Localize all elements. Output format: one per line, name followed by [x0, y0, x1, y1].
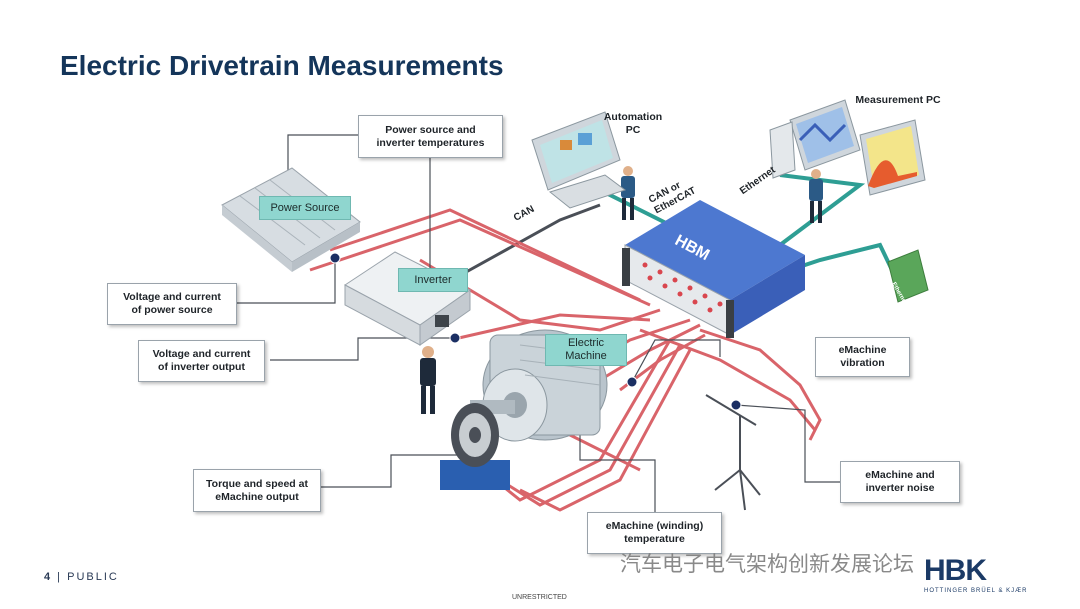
restricted-label: UNRESTRICTED [512, 594, 567, 601]
callout-emachine-noise: eMachine and inverter noise [840, 461, 960, 503]
callout-inverter-voltage: Voltage and current of inverter output [138, 340, 265, 382]
footer-page-info: 4 | PUBLIC [44, 571, 119, 583]
hbm-daq-illustration [622, 200, 805, 338]
page-title: Electric Drivetrain Measurements [60, 50, 504, 81]
logo-text: HBK [924, 554, 987, 587]
automation-pc-illustration [531, 111, 627, 209]
measurement-pc-illustration [769, 99, 926, 196]
callout-emachine-vibration: eMachine vibration [815, 337, 910, 377]
callout-winding-temperature: eMachine (winding) temperature [587, 512, 722, 554]
classification-label: PUBLIC [67, 571, 119, 583]
inverter-illustration [344, 251, 471, 346]
torque-sensor-illustration [440, 403, 510, 490]
company-logo: HBK HOTTINGER BRÜEL & KJÆR [924, 556, 1044, 602]
ethernet-module-illustration [887, 249, 929, 303]
logo-subtitle: HOTTINGER BRÜEL & KJÆR [924, 588, 1028, 594]
callout-power-source-voltage: Voltage and current of power source [107, 283, 237, 325]
label-measurement-pc: Measurement PC [855, 94, 941, 106]
page-number: 4 [44, 571, 53, 583]
callout-torque-speed: Torque and speed at eMachine output [193, 469, 321, 512]
watermark-text: 汽车电子电气架构创新发展论坛 [620, 553, 914, 576]
tag-power-source: Power Source [259, 196, 351, 220]
tag-inverter: Inverter [398, 268, 468, 292]
engineer-figures [420, 166, 823, 414]
microphone-illustration [705, 394, 761, 511]
callout-power-temperatures: Power source and inverter temperatures [358, 115, 503, 158]
tag-electric-machine: Electric Machine [545, 334, 627, 366]
leader-lines [237, 134, 840, 512]
label-automation-pc: Automation PC [603, 111, 663, 136]
